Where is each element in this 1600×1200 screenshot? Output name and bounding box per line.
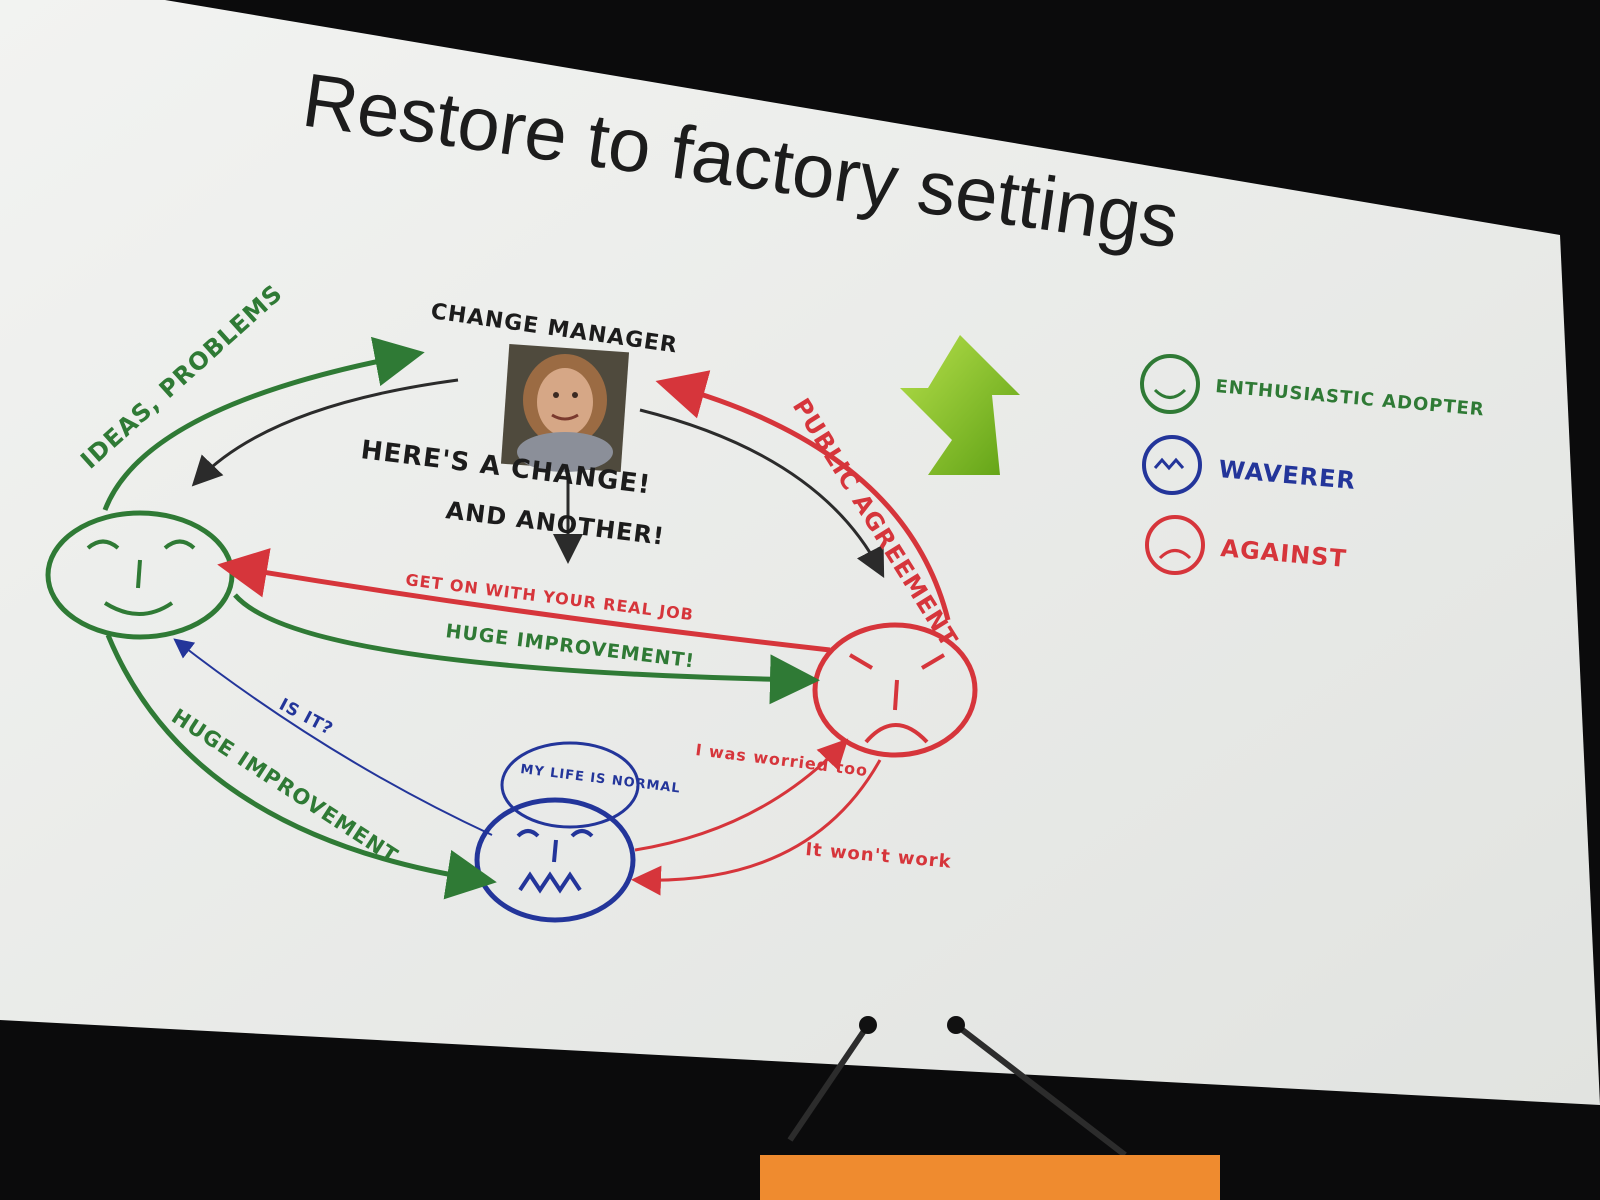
legend-waverer-icon bbox=[1142, 435, 1202, 495]
thought-bubble bbox=[500, 741, 640, 829]
ideas-problems-arrow bbox=[102, 336, 425, 511]
microphone-left-head bbox=[859, 1016, 877, 1034]
against-face bbox=[812, 622, 978, 758]
huge-improvement-top-arrow bbox=[233, 593, 820, 705]
huge-improvement-bottom-arrow bbox=[105, 634, 497, 900]
podium bbox=[760, 1155, 1220, 1200]
worried-too-arrow bbox=[634, 738, 849, 852]
microphone-left-stem bbox=[787, 1023, 871, 1142]
manager-to-against-arrow bbox=[639, 408, 885, 578]
wont-work-arrow bbox=[631, 759, 882, 896]
highlight-arrow-icon bbox=[900, 335, 1020, 475]
projection-screen bbox=[0, 0, 1600, 1105]
change-manager-photo bbox=[500, 343, 630, 473]
manager-to-enthusiastic-arrow bbox=[191, 378, 459, 487]
public-agreement-arrow bbox=[655, 370, 951, 621]
microphone-right-stem bbox=[954, 1022, 1127, 1158]
is-it-arrow bbox=[173, 638, 493, 836]
microphone-right-head bbox=[947, 1016, 965, 1034]
legend-enthusiastic-icon bbox=[1140, 354, 1200, 414]
legend-against-icon bbox=[1145, 515, 1205, 575]
get-on-with-job-arrow bbox=[217, 548, 831, 653]
